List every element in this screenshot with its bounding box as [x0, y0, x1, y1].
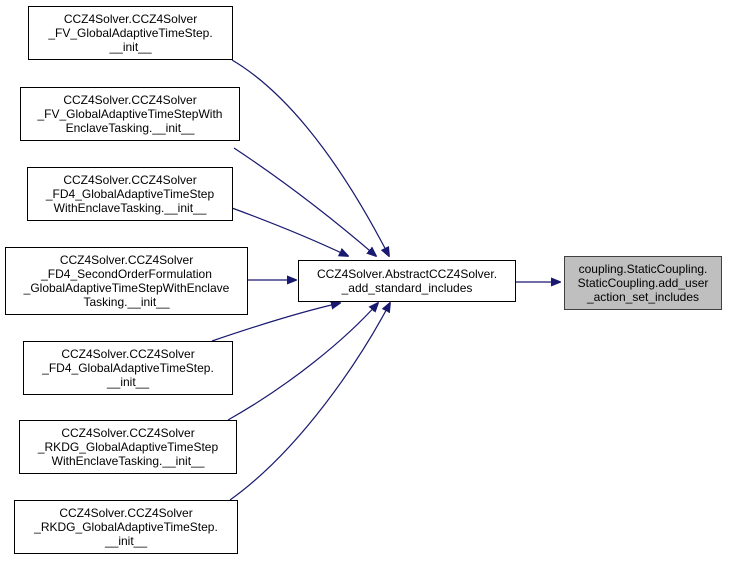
caller-node-fd4-enclave[interactable]: CCZ4Solver.CCZ4Solver _FD4_GlobalAdaptiv… — [27, 167, 233, 221]
target-node-add-user-action-set-includes[interactable]: coupling.StaticCoupling. StaticCoupling.… — [564, 256, 722, 310]
caller-node-rkdg-enclave[interactable]: CCZ4Solver.CCZ4Solver _RKDG_GlobalAdapti… — [19, 420, 237, 474]
node-line: __init__ — [109, 40, 152, 54]
node-line: CCZ4Solver.CCZ4Solver — [59, 253, 194, 267]
node-line: _add_standard_includes — [341, 281, 473, 295]
edge-caller-2 — [233, 147, 376, 256]
caller-node-fv-enclave[interactable]: CCZ4Solver.CCZ4Solver _FV_GlobalAdaptive… — [20, 87, 240, 141]
caller-node-fd4-second-order[interactable]: CCZ4Solver.CCZ4Solver _FD4_SecondOrderFo… — [5, 247, 248, 315]
node-line: CCZ4Solver.AbstractCCZ4Solver. — [316, 267, 498, 281]
node-line: _FV_GlobalAdaptiveTimeStep. — [48, 26, 213, 40]
caller-node-fv-global[interactable]: CCZ4Solver.CCZ4Solver _FV_GlobalAdaptive… — [28, 6, 233, 60]
edge-caller-1 — [231, 59, 389, 256]
node-line: _RKDG_GlobalAdaptiveTimeStep — [37, 440, 219, 454]
node-line: CCZ4Solver.CCZ4Solver — [61, 347, 195, 361]
node-line: _GlobalAdaptiveTimeStepWithEnclave — [23, 281, 230, 295]
node-line: WithEnclaveTasking.__init__ — [53, 201, 207, 215]
node-line: __init__ — [106, 375, 150, 389]
node-line: __init__ — [104, 534, 148, 548]
node-line: _action_set_includes — [586, 290, 700, 304]
node-line: _FD4_GlobalAdaptiveTimeStep — [45, 187, 215, 201]
edge-caller-7 — [229, 303, 390, 501]
node-line: _FD4_SecondOrderFormulation — [41, 267, 212, 281]
edge-caller-3 — [231, 207, 348, 256]
node-line: CCZ4Solver.CCZ4Solver — [63, 93, 197, 107]
node-line: StaticCoupling.add_user — [577, 276, 709, 290]
node-line: CCZ4Solver.CCZ4Solver — [63, 12, 198, 26]
caller-node-fd4-global[interactable]: CCZ4Solver.CCZ4Solver _FD4_GlobalAdaptiv… — [23, 341, 233, 395]
node-line: CCZ4Solver.CCZ4Solver — [61, 426, 195, 440]
node-line: _RKDG_GlobalAdaptiveTimeStep. — [34, 520, 218, 534]
node-line: _FD4_GlobalAdaptiveTimeStep. — [42, 361, 214, 375]
node-line: EnclaveTasking.__init__ — [65, 121, 195, 135]
node-line: CCZ4Solver.CCZ4Solver — [59, 506, 193, 520]
edge-caller-5 — [211, 303, 340, 342]
edge-caller-6 — [227, 303, 378, 421]
node-line: coupling.StaticCoupling. — [578, 262, 708, 276]
node-line: Tasking.__init__ — [83, 295, 170, 309]
caller-node-rkdg-global[interactable]: CCZ4Solver.CCZ4Solver _RKDG_GlobalAdapti… — [14, 500, 238, 554]
center-node-add-standard-includes[interactable]: CCZ4Solver.AbstractCCZ4Solver. _add_stan… — [298, 260, 516, 302]
node-line: CCZ4Solver.CCZ4Solver — [63, 173, 197, 187]
node-line: _FV_GlobalAdaptiveTimeStepWith — [37, 107, 223, 121]
node-line: WithEnclaveTasking.__init__ — [51, 454, 205, 468]
